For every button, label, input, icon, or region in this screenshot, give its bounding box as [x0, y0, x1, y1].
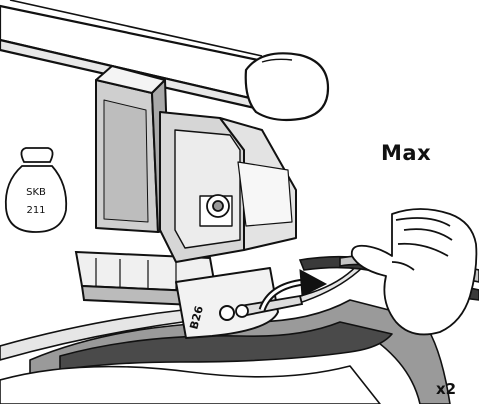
max-label: Max — [381, 141, 432, 165]
foot-body — [95, 65, 171, 233]
quantity-label: x2 — [436, 380, 457, 398]
screw — [235, 294, 304, 318]
parts-bag-icon: SKB 211 — [4, 147, 68, 233]
bracket-code-label: B26 — [187, 304, 206, 331]
clamp-block — [159, 111, 297, 263]
hex-bolt — [206, 194, 230, 218]
tighten-arrow — [258, 269, 328, 312]
bar-end-cap — [244, 52, 330, 122]
hand-icon — [350, 208, 478, 336]
parts-bag-line1: SKB — [26, 187, 46, 198]
mounting-bracket: B26 — [175, 267, 279, 339]
parts-bag-line2: 211 — [26, 205, 45, 216]
